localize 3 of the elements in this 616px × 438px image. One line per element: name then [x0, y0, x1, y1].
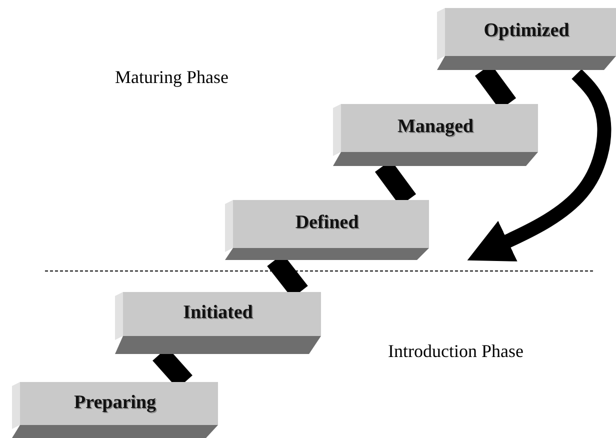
- phase-label: Maturing Phase: [115, 67, 228, 88]
- curved-arrow: [467, 69, 612, 262]
- phase-label: Introduction Phase: [388, 341, 524, 362]
